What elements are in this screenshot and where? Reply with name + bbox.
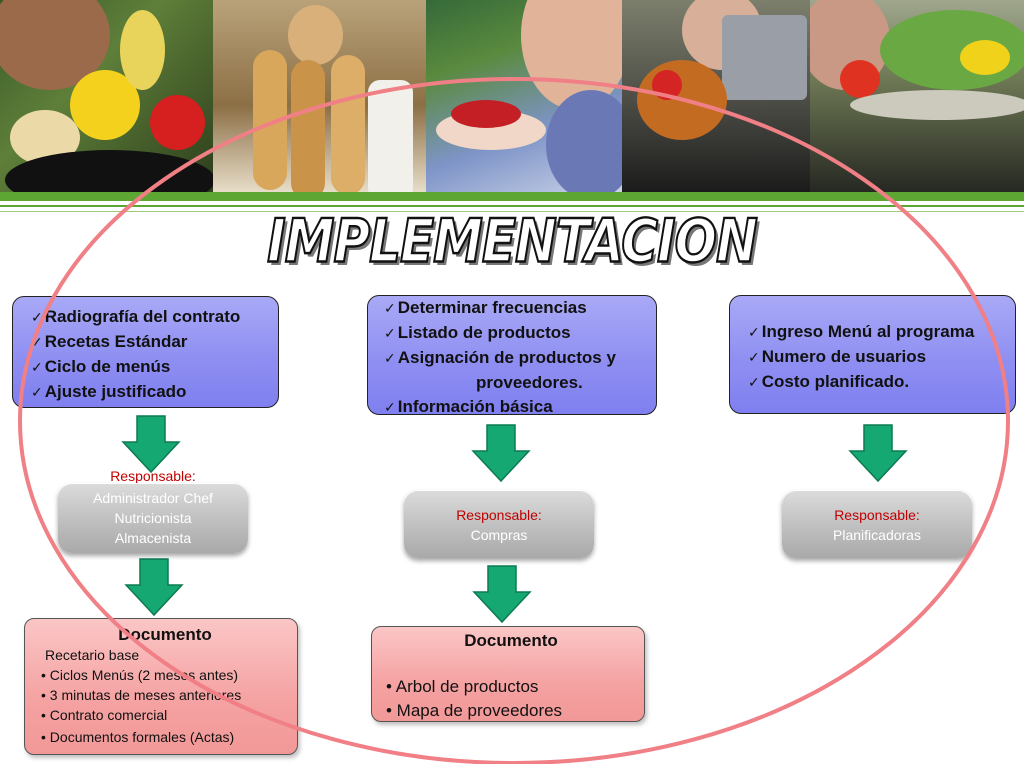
down-arrow-icon: [124, 558, 184, 617]
document-item: • Documentos formales (Actas): [41, 729, 235, 745]
responsable-label: Responsable:: [456, 507, 542, 523]
check-icon: ✓: [748, 375, 760, 391]
task-item: ✓Ajuste justificado: [31, 382, 187, 401]
check-icon: ✓: [31, 360, 43, 376]
check-icon: ✓: [384, 301, 396, 317]
document-item: • Contrato comercial: [41, 707, 168, 723]
responsable-name: Administrador Chef: [93, 490, 213, 506]
task-item-continuation: proveedores.: [476, 373, 583, 392]
responsable-label: Responsable:: [110, 468, 196, 484]
task-box-contract: ✓Radiografía del contrato ✓Recetas Están…: [12, 296, 279, 408]
document-item: • 3 minutas de meses anteriores: [41, 687, 242, 703]
photo-bread-woman: [213, 0, 426, 192]
down-arrow-icon: [848, 424, 908, 483]
check-icon: ✓: [31, 335, 43, 351]
task-item: ✓Radiografía del contrato: [31, 307, 241, 326]
check-icon: ✓: [31, 310, 43, 326]
check-icon: ✓: [384, 400, 396, 416]
check-icon: ✓: [31, 385, 43, 401]
task-item: ✓Asignación de productos y: [384, 348, 616, 367]
responsable-name: Compras: [470, 527, 528, 543]
responsable-label: Responsable:: [834, 507, 920, 523]
check-icon: ✓: [748, 350, 760, 366]
document-item: • Arbol de productos: [386, 677, 539, 696]
task-item: ✓Listado de productos: [384, 323, 571, 342]
photo-banner: [0, 0, 1024, 192]
document-title: Documento: [464, 631, 558, 650]
task-item: ✓Costo planificado.: [748, 372, 910, 391]
task-box-products: ✓Determinar frecuencias ✓Listado de prod…: [367, 295, 657, 416]
down-arrow-icon: [472, 565, 532, 624]
down-arrow-icon: [121, 415, 181, 474]
document-item: • Mapa de proveedores: [386, 701, 563, 720]
responsable-name: Planificadoras: [833, 527, 921, 543]
task-item: ✓Información básica: [384, 397, 553, 416]
check-icon: ✓: [384, 351, 396, 367]
task-item: ✓Numero de usuarios: [748, 347, 927, 366]
task-item: ✓Determinar frecuencias: [384, 298, 587, 317]
green-divider-bar: [0, 192, 1024, 201]
check-icon: ✓: [748, 325, 760, 341]
photo-tasting-man: [426, 0, 622, 192]
check-icon: ✓: [384, 326, 396, 342]
document-item: • Ciclos Menús (2 meses antes): [41, 667, 239, 683]
document-box-productos: Documento • Arbol de productos • Mapa de…: [371, 626, 645, 722]
down-arrow-icon: [471, 424, 531, 483]
responsable-name: Almacenista: [114, 530, 192, 546]
responsable-box-planificadoras: Responsable: Planificadoras: [782, 490, 972, 558]
responsable-box-compras: Responsable: Compras: [404, 490, 594, 558]
photo-vegetables-man: [0, 0, 213, 192]
responsable-box-admin: Administrador Chef Nutricionista Almacen…: [58, 483, 248, 553]
task-item: ✓Ciclo de menús: [31, 357, 171, 376]
responsable-name: Nutricionista: [114, 510, 192, 526]
document-box-recetario: Documento Recetario base • Ciclos Menús …: [24, 618, 298, 755]
task-box-program: ✓Ingreso Menú al programa ✓Numero de usu…: [729, 295, 1016, 414]
page-title: IMPLEMENTACION: [266, 205, 759, 277]
task-item: ✓Recetas Estándar: [31, 332, 188, 351]
task-item: ✓Ingreso Menú al programa: [748, 322, 975, 341]
document-title: Documento: [118, 625, 212, 644]
photo-salad-man: [810, 0, 1024, 192]
document-intro: Recetario base: [45, 647, 140, 663]
photo-laptop-man: [622, 0, 810, 192]
